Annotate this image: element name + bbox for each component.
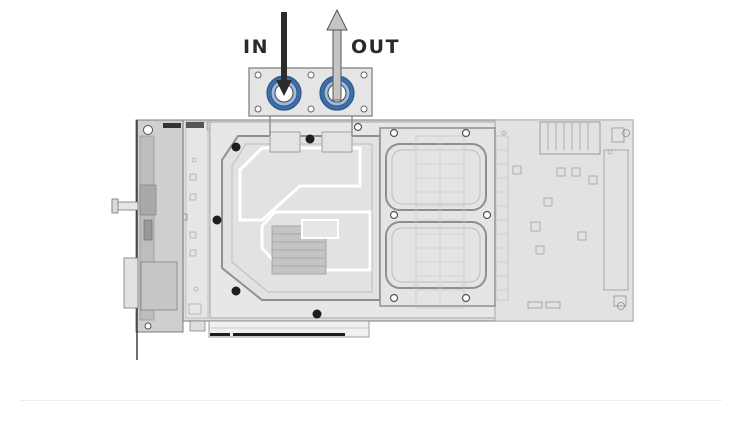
bottom-divider <box>20 400 722 401</box>
inlet-label: IN <box>243 36 269 58</box>
mounting-screws <box>212 122 492 319</box>
outlet-label: OUT <box>351 36 400 58</box>
vrm-cooling-section <box>379 127 509 309</box>
outlet-arrow <box>326 8 348 101</box>
pcie-connector <box>189 320 370 338</box>
io-bracket <box>111 119 184 360</box>
inlet-arrow <box>276 12 292 96</box>
